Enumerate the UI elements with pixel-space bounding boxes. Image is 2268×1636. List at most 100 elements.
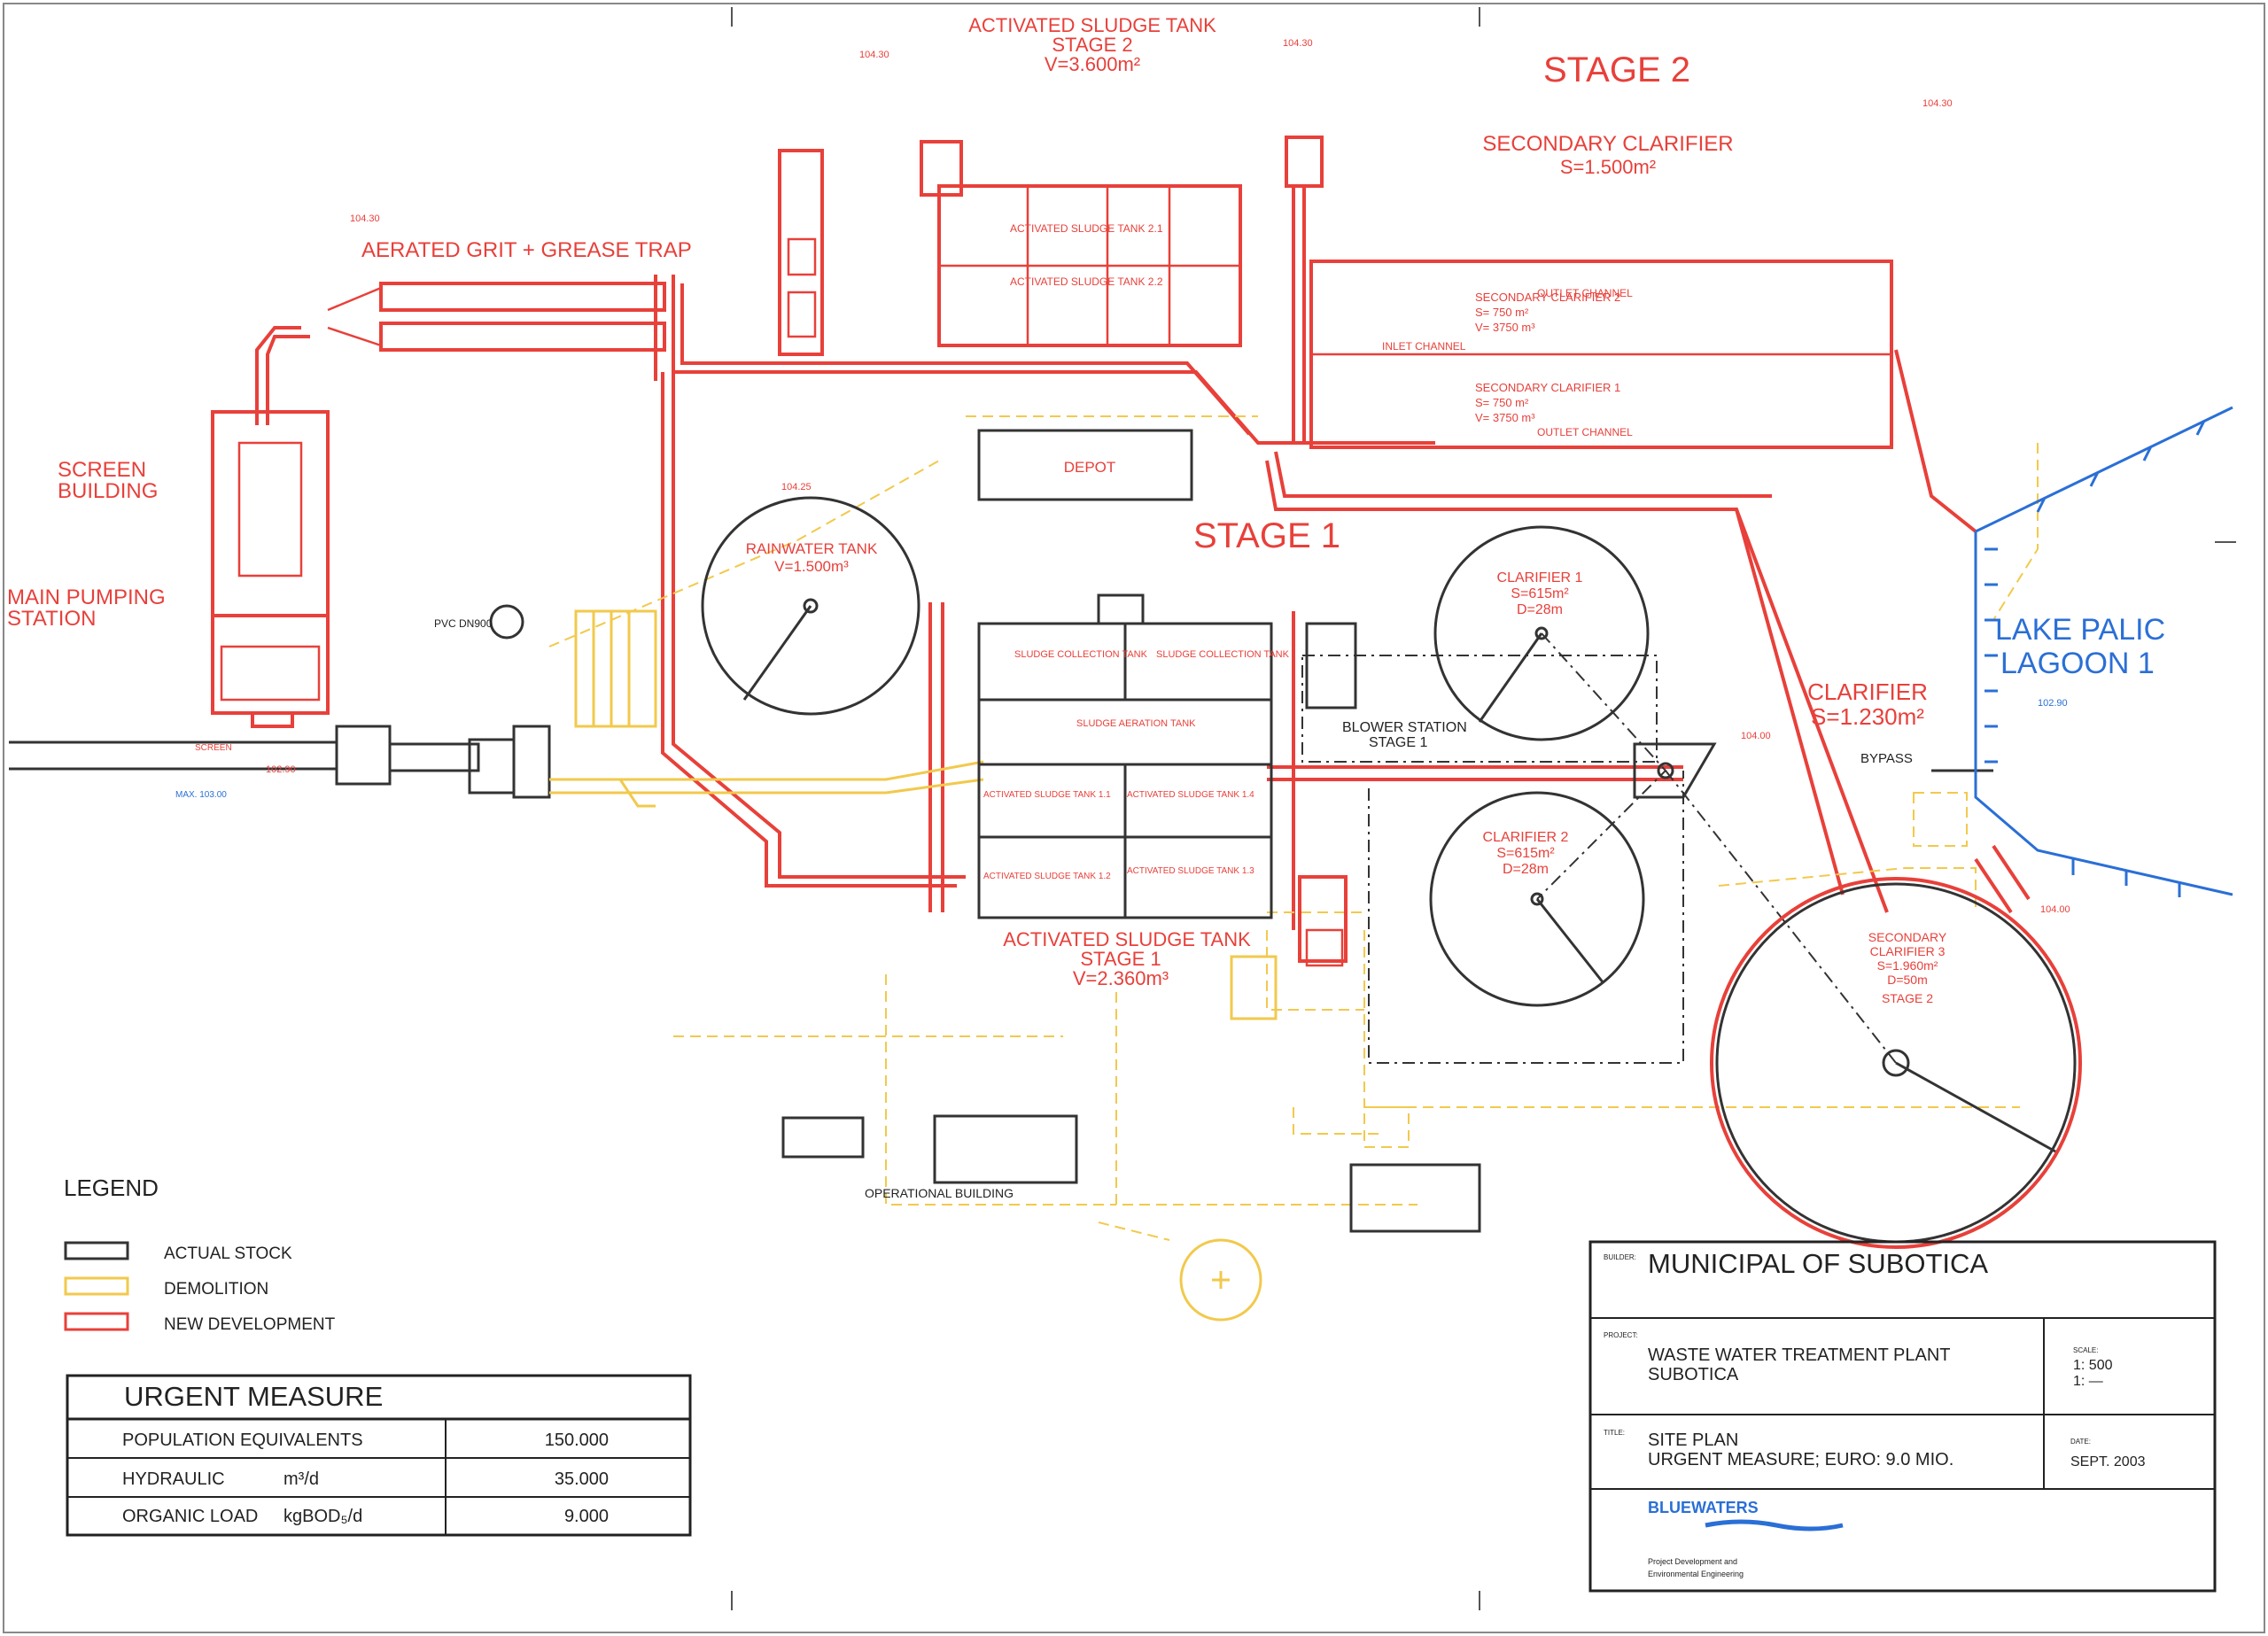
legend-title: LEGEND — [64, 1175, 159, 1201]
lake-title-1: LAKE PALIC — [1995, 613, 2165, 647]
stage2-as-tank: ACTIVATED SLUDGE TANK 2.1 ACTIVATED SLUD… — [937, 184, 1242, 347]
screen-building-title-1: SCREEN — [58, 458, 146, 482]
clarifier2-area: S=615m² — [1496, 846, 1555, 861]
pumping-station-surplus-sludge — [1305, 928, 1344, 967]
sc3-stage: STAGE 2 — [1882, 991, 1933, 1005]
outlet-channel-label-2: OUTLET CHANNEL — [1537, 426, 1633, 438]
demolition-network — [548, 415, 2039, 1241]
clarifier-2 — [1429, 791, 1645, 1007]
sec-clar1-s: S= 750 m² — [1475, 396, 1529, 409]
clarifier-title: CLARIFIER — [1807, 678, 1928, 705]
depot-building — [977, 429, 1193, 501]
sec-clar2-s: S= 750 m² — [1475, 306, 1529, 319]
blower-station-stage1 — [1305, 622, 1357, 709]
tb-project-tag: PROJECT: — [1604, 1331, 1638, 1339]
elev-label-8: 102.90 — [266, 764, 296, 775]
as-stage1-stage: STAGE 1 — [1080, 948, 1161, 970]
blower-station-stage2 — [778, 149, 824, 356]
as14-label: ACTIVATED SLUDGE TANK 1.4 — [1127, 790, 1254, 800]
operational-building — [933, 1114, 1078, 1184]
legend: LEGEND ACTUAL STOCK DEMOLITION NEW DEVEL… — [64, 1175, 336, 1334]
tb-company: BLUEWATERS — [1648, 1499, 1759, 1516]
tb-company-sub-1: Project Development and — [1648, 1557, 1737, 1566]
elev-label-6: 104.00 — [2040, 904, 2070, 915]
clarifier2-diameter: D=28m — [1503, 862, 1549, 877]
as11-label: ACTIVATED SLUDGE TANK 1.1 — [983, 790, 1111, 800]
clarifier1-area: S=615m² — [1511, 586, 1569, 601]
elev-label-3: 104.30 — [1283, 38, 1313, 49]
legend-label-stock: ACTUAL STOCK — [164, 1244, 292, 1263]
lake-elevation: 102.90 — [2038, 698, 2068, 709]
sludge-collection-1: SLUDGE COLLECTION TANK — [1014, 649, 1148, 660]
legend-swatch-new — [64, 1312, 129, 1331]
legend-label-demolition: DEMOLITION — [164, 1280, 268, 1299]
tb-date-tag: DATE: — [2070, 1438, 2091, 1446]
as-stage1-volume: V=2.360m³ — [1073, 967, 1169, 989]
aerated-grit-title: AERATED GRIT + GREASE TRAP — [361, 238, 692, 262]
stage1-heading: STAGE 1 — [1193, 516, 1340, 555]
building-east — [1349, 1163, 1481, 1233]
outlet-channel-label-1: OUTLET CHANNEL — [1537, 287, 1633, 299]
clarifier-feed-zone — [1301, 655, 1658, 763]
elev-label-1: 104.30 — [350, 213, 380, 224]
depot-label: DEPOT — [1064, 459, 1116, 476]
tb-title-tag: TITLE: — [1604, 1429, 1625, 1437]
stage2-heading: STAGE 2 — [1543, 50, 1690, 89]
elev-label-5: 104.00 — [1741, 731, 1771, 741]
outfall-pipe — [1974, 844, 2031, 914]
max-level: MAX. 103.00 — [175, 790, 227, 800]
as12-label: ACTIVATED SLUDGE TANK 1.2 — [983, 872, 1111, 881]
sludge-collection-2: SLUDGE COLLECTION TANK — [1156, 649, 1290, 660]
as22-label: ACTIVATED SLUDGE TANK 2.2 — [1010, 275, 1163, 288]
shed — [781, 1116, 865, 1159]
rainwater-tank-title: RAINWATER TANK — [746, 540, 878, 557]
legend-swatch-demolition — [64, 1276, 129, 1296]
distribution-structure — [1368, 632, 1897, 1064]
tb-date: SEPT. 2003 — [2070, 1454, 2146, 1469]
screen-label: SCREEN — [195, 743, 232, 753]
screen-building — [211, 410, 330, 715]
urgent-title: URGENT MEASURE — [124, 1381, 383, 1412]
urgent-row2-value: 35.000 — [555, 1469, 609, 1489]
elev-label-7: 104.25 — [781, 482, 812, 492]
tb-company-sub-2: Environmental Engineering — [1648, 1570, 1744, 1578]
rainwater-tank — [701, 496, 920, 716]
sec-clar1-name: SECONDARY CLARIFIER 1 — [1475, 381, 1620, 394]
pumping-station-sludge-recirculation — [1298, 875, 1348, 963]
sec-clar2-v: V= 3750 m³ — [1475, 321, 1535, 334]
sc3-title-1: SECONDARY — [1868, 930, 1947, 944]
lake-title-2: LAGOON 1 — [2000, 647, 2155, 680]
tb-builder: MUNICIPAL OF SUBOTICA — [1648, 1248, 1988, 1279]
existing-inflow — [9, 725, 551, 799]
blower-station-stage: STAGE 1 — [1369, 735, 1427, 750]
tb-scale-tag: SCALE: — [2073, 1346, 2098, 1354]
urgent-row2-label: HYDRAULIC — [122, 1469, 225, 1489]
secondary-clarifier-stage2: SECONDARY CLARIFIER 2 S= 750 m² V= 3750 … — [1309, 260, 1893, 449]
urgent-row3-label: ORGANIC LOAD — [122, 1507, 258, 1526]
distribution-chamber — [920, 140, 963, 197]
as-stage2-volume: V=3.600m² — [1045, 53, 1140, 75]
blower-station-title: BLOWER STATION — [1342, 720, 1467, 735]
bypass-label: BYPASS — [1860, 751, 1913, 766]
secondary-clarifier-area: S=1.500m² — [1560, 156, 1656, 178]
rainwater-tank-volume: V=1.500m³ — [774, 558, 849, 575]
main-pumping-title-2: STATION — [7, 607, 96, 631]
clarifier1-diameter: D=28m — [1517, 602, 1563, 617]
sludge-aeration: SLUDGE AERATION TANK — [1076, 718, 1196, 729]
sc3-area: S=1.960m² — [1877, 958, 1938, 973]
new-pipe-network — [255, 186, 1977, 930]
sc3-title-2: CLARIFIER 3 — [1870, 944, 1946, 958]
as-tank-stage2-label: ACTIVATED SLUDGE TANK STAGE 2 V=3.600m² — [968, 14, 1216, 75]
urgent-measure-table: URGENT MEASURE POPULATION EQUIVALENTS 15… — [66, 1374, 692, 1537]
sheet-border — [3, 3, 2265, 1633]
legend-label-new: NEW DEVELOPMENT — [164, 1315, 336, 1334]
lake-shoreline — [1974, 406, 2233, 897]
as-stage2-title: ACTIVATED SLUDGE TANK — [968, 14, 1216, 36]
main-pumping-title-1: MAIN PUMPING — [7, 585, 166, 609]
tb-builder-tag: BUILDER: — [1604, 1253, 1636, 1261]
elev-label-2: 104.30 — [859, 50, 889, 60]
as-stage2-stage: STAGE 2 — [1052, 34, 1132, 56]
as13-label: ACTIVATED SLUDGE TANK 1.3 — [1127, 866, 1254, 876]
sec-clar1-v: V= 3750 m³ — [1475, 411, 1535, 424]
tb-title-1: SITE PLAN — [1648, 1431, 1738, 1450]
